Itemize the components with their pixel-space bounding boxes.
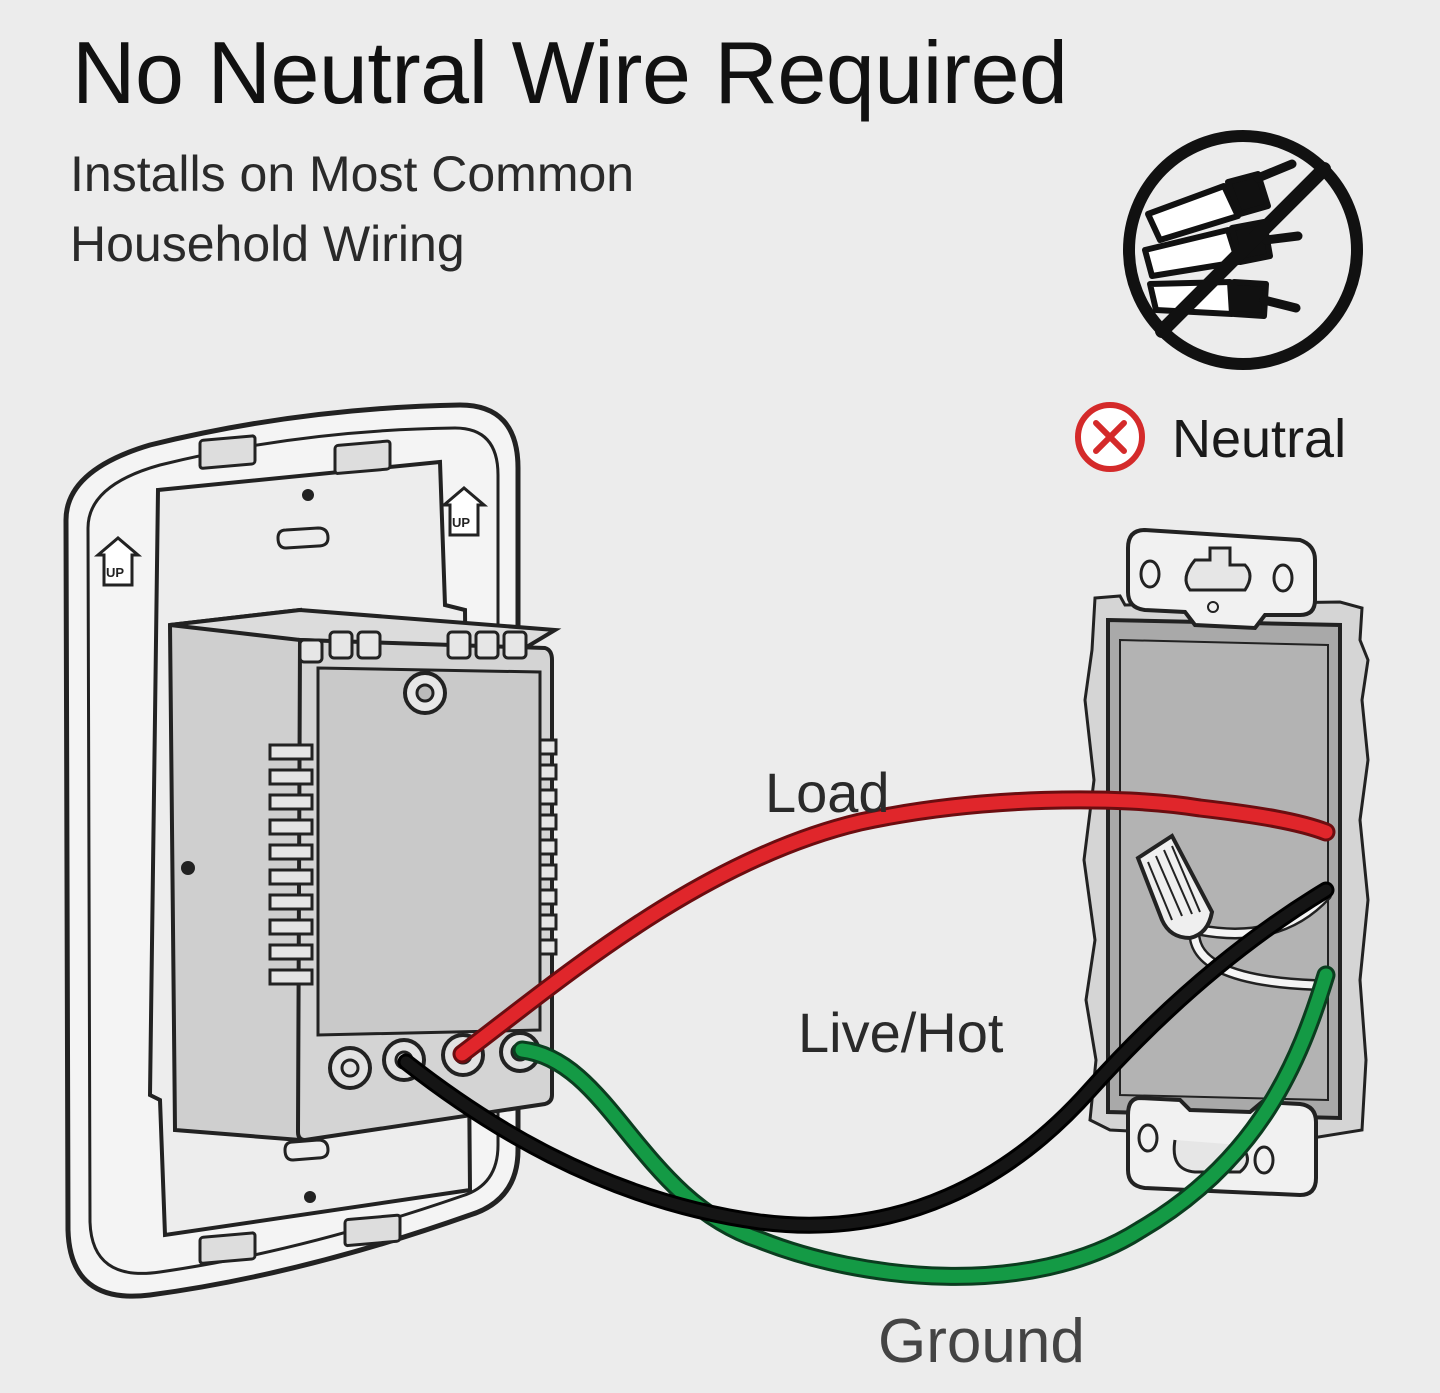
neutral-label: Neutral bbox=[1172, 409, 1347, 469]
ground-wire-core bbox=[515, 968, 1333, 1283]
no-neutral-wires-icon bbox=[1123, 130, 1363, 370]
live-wire-label: Live/Hot bbox=[798, 1001, 1004, 1064]
wires bbox=[397, 790, 1336, 1286]
load-wire-label: Load bbox=[765, 761, 890, 824]
page-title: No Neutral Wire Required bbox=[72, 23, 1068, 122]
live-wire-core bbox=[400, 884, 1332, 1231]
ground-wire-label: Ground bbox=[878, 1307, 1085, 1376]
svg-text:UP: UP bbox=[106, 565, 124, 580]
subtitle-line-2: Household Wiring bbox=[70, 216, 465, 272]
x-circle-icon bbox=[1075, 402, 1145, 472]
smart-switch: UP UP bbox=[63, 402, 562, 1299]
up-tag-left: UP bbox=[93, 536, 143, 587]
subtitle-line-1: Installs on Most Common bbox=[70, 146, 635, 202]
wire-nut bbox=[1135, 833, 1215, 941]
switch-plate-inner-rim bbox=[86, 426, 500, 1275]
wall-box bbox=[1082, 527, 1370, 1198]
load-wire-core bbox=[455, 793, 1333, 1061]
up-tag-right: UP bbox=[439, 486, 489, 537]
svg-text:UP: UP bbox=[452, 515, 470, 530]
